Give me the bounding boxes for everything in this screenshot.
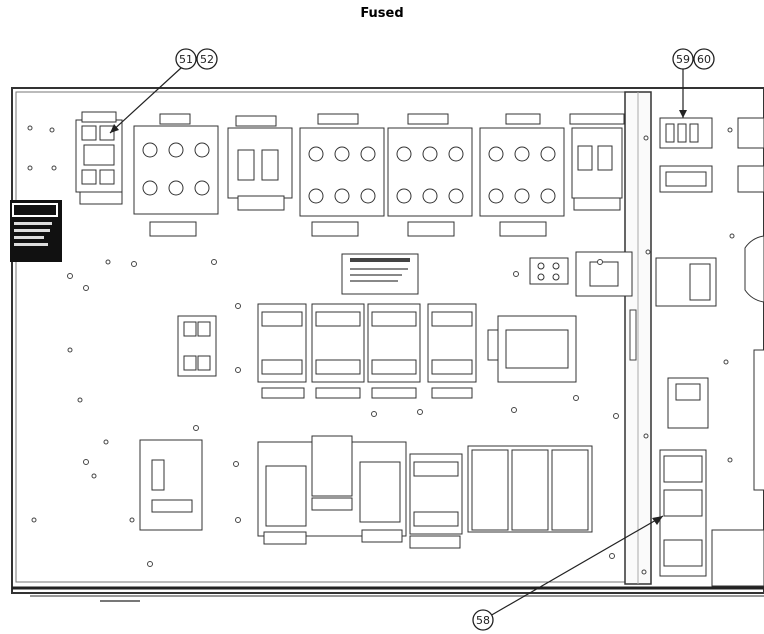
fuse-block-row	[75, 111, 625, 237]
terminal-block	[529, 251, 633, 297]
leader-58	[482, 515, 664, 621]
panel-divider	[624, 91, 652, 585]
callout-60: 60	[693, 48, 715, 70]
relay-row	[139, 435, 593, 549]
callout-58: 58	[472, 609, 494, 631]
contactor-row	[177, 303, 577, 399]
svg-text:59: 59	[676, 53, 690, 66]
callout-59: 59	[672, 48, 694, 70]
callout-52: 52	[196, 48, 218, 70]
notice-label	[10, 200, 62, 262]
leader-lines	[109, 67, 684, 621]
diagram-title: Fused	[360, 6, 404, 21]
service-info-label	[341, 253, 419, 295]
leader-arrowheads	[110, 110, 687, 525]
svg-text:60: 60	[697, 53, 711, 66]
svg-text:52: 52	[200, 53, 214, 66]
right-section-components	[655, 117, 764, 587]
callout-51: 51	[175, 48, 197, 70]
svg-text:58: 58	[476, 614, 490, 627]
mounting-holes	[27, 125, 735, 575]
leader-51-52	[109, 67, 182, 134]
svg-text:51: 51	[179, 53, 193, 66]
